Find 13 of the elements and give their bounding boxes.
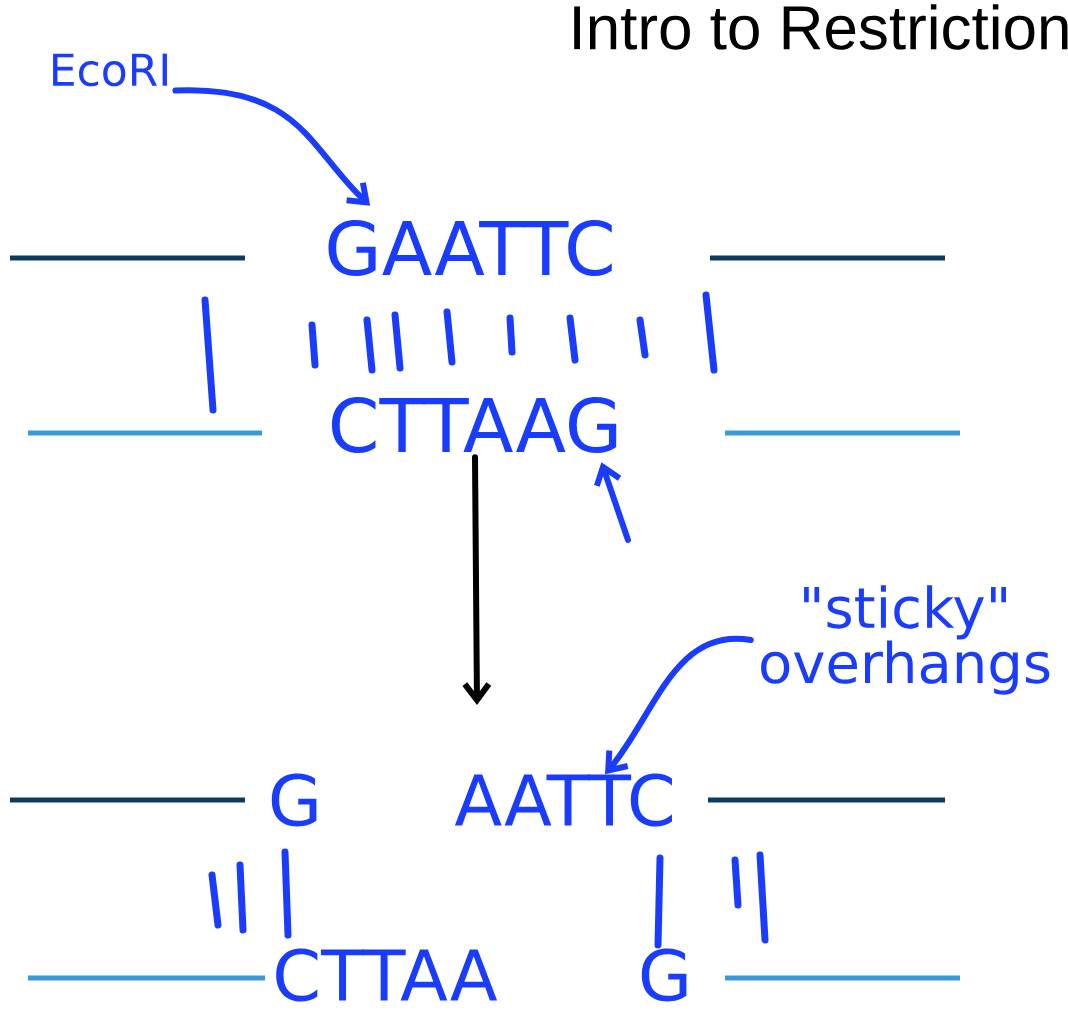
arrow <box>605 635 754 775</box>
annotation-text: EcoRI <box>53 53 167 87</box>
arrow <box>172 87 371 206</box>
arrow <box>462 454 492 705</box>
dna-sequence: CTTAA <box>276 948 498 1002</box>
dna-sequence: CTTAAG <box>331 397 617 453</box>
dna-sequence: G <box>271 773 317 827</box>
dna-sequence: AATTC <box>454 773 672 827</box>
dna-sequence: G <box>641 948 687 1002</box>
arrow <box>593 462 631 543</box>
title: Intro to Restriction <box>574 4 1068 50</box>
annotation-text: "sticky" overhangs <box>761 585 1050 695</box>
dna-sequence: GAATTC <box>328 220 612 276</box>
